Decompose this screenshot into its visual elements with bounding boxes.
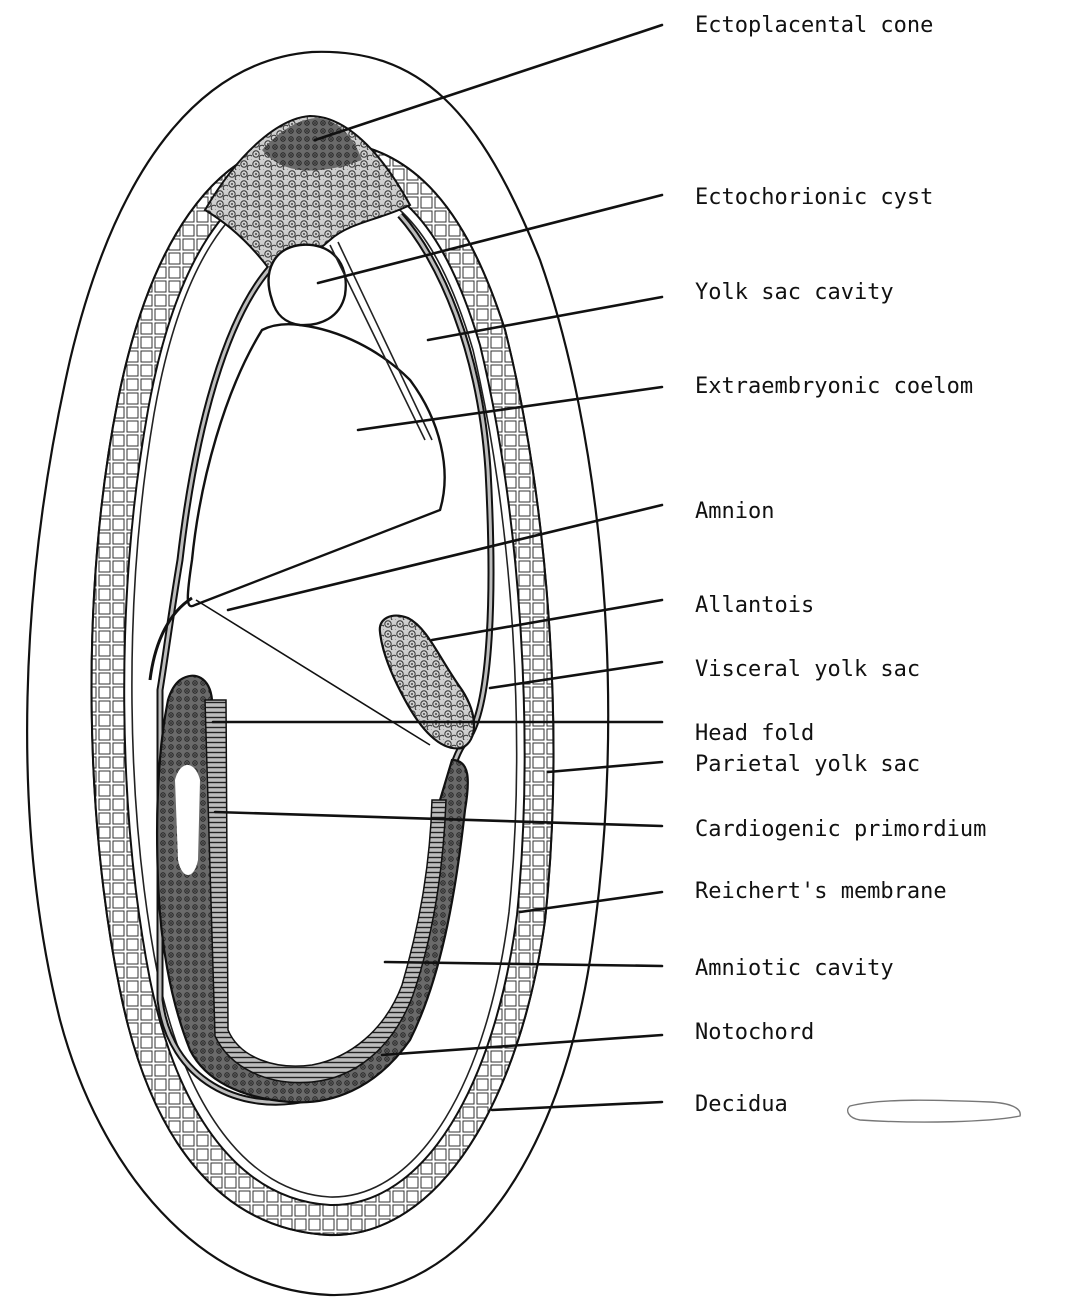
label-allantois: Allantois xyxy=(695,593,814,618)
label-head-fold: Head fold xyxy=(695,721,814,746)
extraembryonic-coelom-cavity xyxy=(188,324,445,606)
label-ectochorionic-cyst: Ectochorionic cyst xyxy=(695,185,933,210)
leader-ectoplacental-cone xyxy=(315,25,662,140)
label-reicherts-membrane: Reichert's membrane xyxy=(695,879,947,904)
label-cardiogenic-primordium: Cardiogenic primordium xyxy=(695,817,986,842)
label-extraembryonic-coelom: Extraembryonic coelom xyxy=(695,374,973,399)
label-yolk-sac-cavity: Yolk sac cavity xyxy=(695,280,894,305)
leader-visceral-yolk-sac xyxy=(490,662,662,688)
label-amniotic-cavity: Amniotic cavity xyxy=(695,956,894,981)
leader-decidua xyxy=(492,1102,662,1110)
leader-parietal-yolk-sac xyxy=(548,762,662,772)
label-ectoplacental-cone: Ectoplacental cone xyxy=(695,13,933,38)
label-amnion: Amnion xyxy=(695,499,774,524)
ink-smudge xyxy=(848,1100,1021,1122)
label-visceral-yolk-sac: Visceral yolk sac xyxy=(695,657,920,682)
label-decidua: Decidua xyxy=(695,1092,788,1117)
leader-notochord xyxy=(382,1035,662,1055)
labels: Ectoplacental cone Ectochorionic cyst Yo… xyxy=(695,13,986,1117)
label-notochord: Notochord xyxy=(695,1020,814,1045)
label-parietal-yolk-sac: Parietal yolk sac xyxy=(695,752,920,777)
